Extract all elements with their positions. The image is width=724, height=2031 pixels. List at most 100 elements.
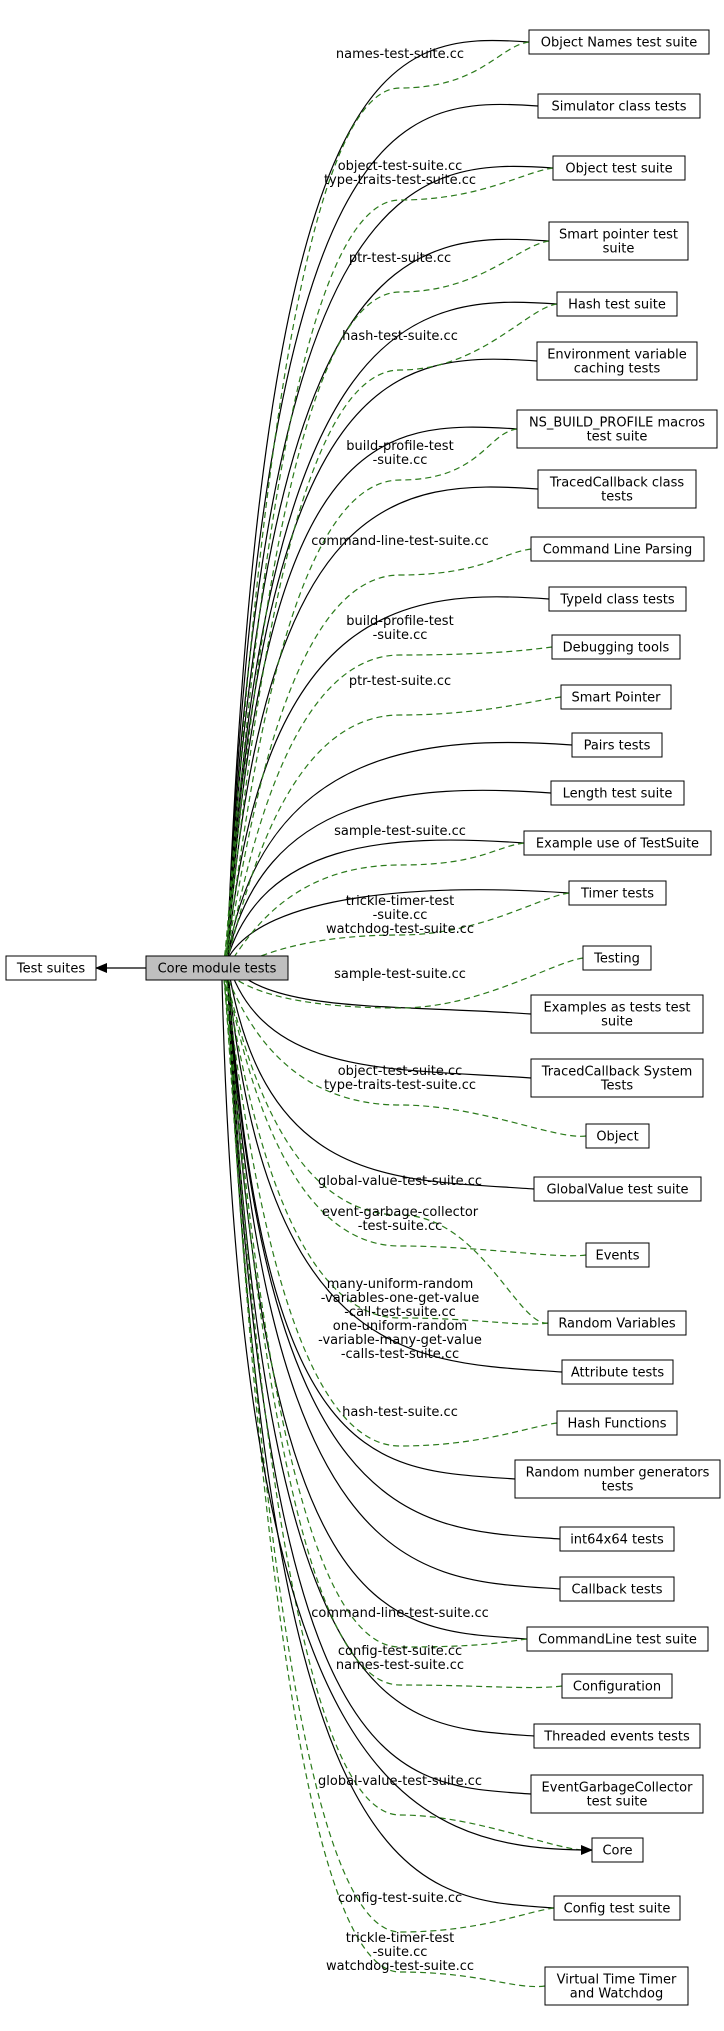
node-example-testsuite[interactable]: Example use of TestSuite	[523, 830, 712, 856]
edge-solid-simulator	[221, 103, 539, 969]
node-globalvalue[interactable]: GlobalValue test suite	[533, 1176, 702, 1202]
node-attribute[interactable]: Attribute tests	[561, 1359, 674, 1385]
edge-solid-object-test	[221, 165, 554, 969]
node-pairs[interactable]: Pairs tests	[571, 732, 663, 758]
edge-label-el-11: sample-test-suite.cc	[334, 967, 466, 982]
edge-label-el-15: many-uniform-random-variables-one-get-va…	[318, 1277, 482, 1362]
edge-solid-env-var	[221, 358, 538, 969]
node-example-testsuite-label: Example use of TestSuite	[536, 837, 699, 852]
node-random-vars[interactable]: Random Variables	[547, 1310, 687, 1336]
edge-dashed-5	[221, 548, 532, 980]
node-core-box	[591, 1837, 644, 1863]
edge-dashed-4	[221, 428, 518, 980]
node-globalvalue-label: GlobalValue test suite	[546, 1183, 688, 1198]
node-smart-pointer-box	[560, 684, 672, 710]
edge-label-el-1: names-test-suite.cc	[336, 47, 464, 62]
edge-label-text: global-value-test-suite.cc	[318, 1774, 482, 1789]
node-cmd-line-parsing[interactable]: Command Line Parsing	[530, 536, 705, 562]
node-configuration-box	[561, 1673, 673, 1699]
node-traced-cb-class-label: TracedCallback class	[549, 476, 685, 491]
node-vtt-watchdog-label: and Watchdog	[570, 1987, 664, 2002]
node-callback[interactable]: Callback tests	[559, 1576, 675, 1602]
edge-solid-smart-ptr-test	[221, 238, 550, 969]
edge-solid-callback	[221, 956, 561, 1590]
node-typeid[interactable]: TypeId class tests	[548, 586, 687, 612]
node-commandline-suite-box	[526, 1626, 709, 1652]
edge-label-text: type-traits-test-suite.cc	[324, 1078, 476, 1093]
node-test-suites-box	[5, 955, 97, 981]
edge-solid-int64x64	[221, 956, 561, 1540]
edge-label-el-10: trickle-timer-test-suite.ccwatchdog-test…	[326, 894, 474, 937]
node-core-module-tests[interactable]: Core module tests	[145, 955, 289, 981]
edge-label-text: hash-test-suite.cc	[342, 329, 458, 344]
node-configuration[interactable]: Configuration	[561, 1673, 673, 1699]
node-egc-suite-box	[530, 1774, 704, 1814]
node-timer-label: Timer tests	[580, 887, 654, 902]
edge-label-el-13: global-value-test-suite.cc	[318, 1174, 482, 1189]
edge-dashed-6	[221, 646, 553, 980]
node-object[interactable]: Object	[585, 1123, 650, 1149]
node-debugging-label: Debugging tools	[563, 641, 670, 656]
node-ns-build-profile-label: NS_BUILD_PROFILE macros	[529, 416, 705, 431]
node-hash-functions-box	[556, 1410, 678, 1436]
node-globalvalue-box	[533, 1176, 702, 1202]
node-length[interactable]: Length test suite	[550, 780, 685, 806]
edge-dashed-10	[221, 957, 584, 1009]
edge-label-el-4: hash-test-suite.cc	[342, 329, 458, 344]
node-attribute-box	[561, 1359, 674, 1385]
node-timer[interactable]: Timer tests	[568, 880, 667, 906]
edge-label-text: ptr-test-suite.cc	[349, 251, 451, 266]
edge-solid-traced-cb-class	[221, 486, 539, 969]
node-config-suite[interactable]: Config test suite	[553, 1895, 681, 1921]
edge-label-text: command-line-test-suite.cc	[311, 534, 489, 549]
node-core-module-tests-box	[145, 955, 289, 981]
node-smart-pointer[interactable]: Smart Pointer	[560, 684, 672, 710]
edge-dashed-11	[221, 967, 587, 1137]
node-object-test-box	[552, 155, 686, 181]
node-smart-ptr-test-label: suite	[603, 242, 635, 257]
node-object-test[interactable]: Object test suite	[552, 155, 686, 181]
edge-dashed-13	[221, 967, 587, 1257]
node-core[interactable]: Core	[591, 1837, 644, 1863]
node-testing[interactable]: Testing	[582, 945, 652, 971]
node-events[interactable]: Events	[585, 1242, 650, 1268]
node-threaded-events-label: Threaded events tests	[543, 1730, 690, 1745]
node-test-suites-label: Test suites	[16, 962, 85, 977]
node-int64x64[interactable]: int64x64 tests	[559, 1526, 675, 1552]
node-ns-build-profile-box	[516, 409, 718, 449]
node-smart-ptr-test-label: Smart pointer test	[559, 228, 678, 243]
node-pairs-label: Pairs tests	[584, 739, 651, 754]
node-threaded-events[interactable]: Threaded events tests	[533, 1723, 701, 1749]
edge-dashed-2	[221, 240, 550, 980]
node-ns-build-profile-label: test suite	[587, 430, 648, 445]
node-callback-box	[559, 1576, 675, 1602]
node-int64x64-box	[559, 1526, 675, 1552]
edge-label-text: -suite.cc	[373, 908, 428, 923]
node-debugging[interactable]: Debugging tools	[551, 634, 681, 660]
edge-solid-rng-tests	[221, 956, 516, 1480]
node-hash-test[interactable]: Hash test suite	[556, 291, 678, 317]
node-egc-suite-label: EventGarbageCollector	[542, 1781, 694, 1796]
edge-label-el-9: sample-test-suite.cc	[334, 824, 466, 839]
edge-label-text: one-uniform-random	[333, 1319, 467, 1334]
node-test-suites[interactable]: Test suites	[5, 955, 97, 981]
node-callback-label: Callback tests	[571, 1583, 662, 1598]
node-commandline-suite[interactable]: CommandLine test suite	[526, 1626, 709, 1652]
node-traced-cb-class-label: tests	[601, 490, 633, 505]
node-hash-test-label: Hash test suite	[568, 298, 666, 313]
node-core-module-tests-label: Core module tests	[158, 962, 277, 977]
node-object-names[interactable]: Object Names test suite	[528, 29, 710, 55]
node-hash-functions[interactable]: Hash Functions	[556, 1410, 678, 1436]
node-simulator[interactable]: Simulator class tests	[537, 93, 701, 119]
node-cmd-line-parsing-label: Command Line Parsing	[543, 543, 693, 558]
